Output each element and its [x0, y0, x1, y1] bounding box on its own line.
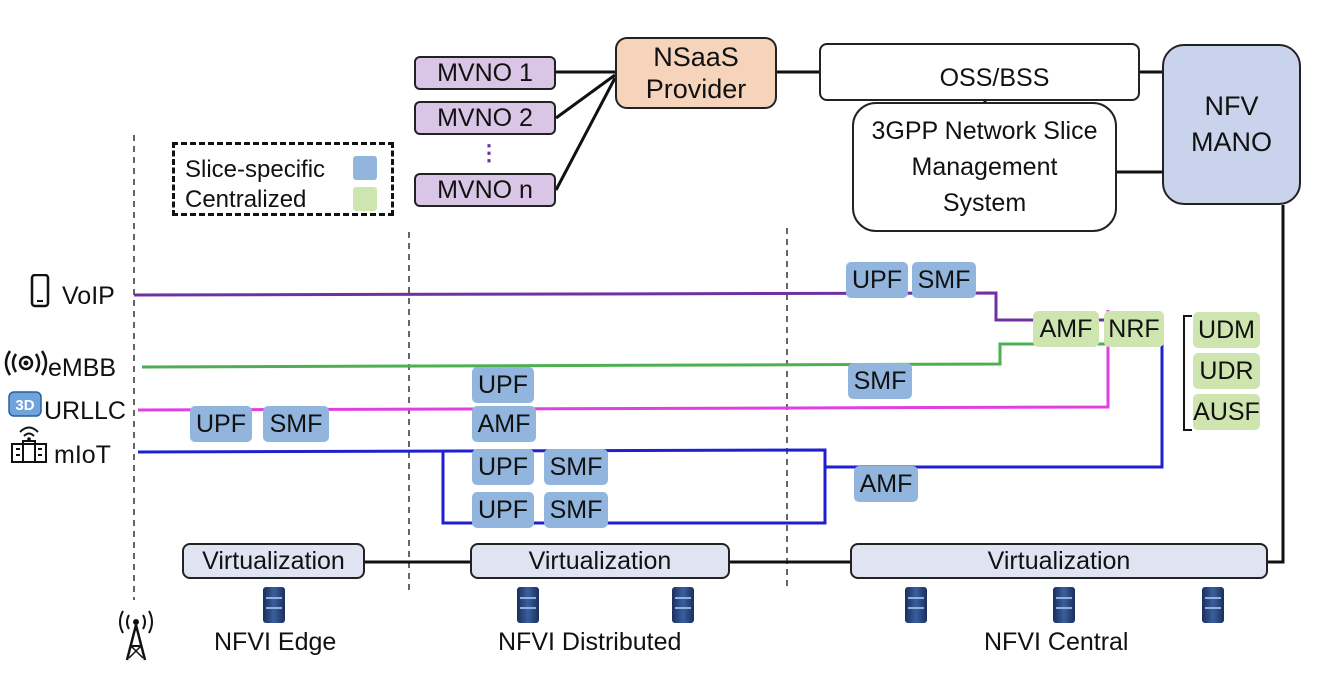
dist-upf-3: UPF: [472, 492, 534, 528]
antenna-tower-icon: [119, 610, 153, 661]
service-miot-label: mIoT: [54, 441, 111, 469]
server-icon: [1053, 587, 1075, 623]
link-mano-nfvi: [1268, 205, 1285, 564]
central-upf: UPF: [846, 262, 908, 298]
miot-slice-path: [137, 316, 1164, 469]
mvno-n-box: MVNO n: [414, 173, 556, 207]
central-nrf: NRF: [1104, 311, 1164, 347]
service-voip-label: VoIP: [62, 282, 115, 310]
urllc-slice-path: [137, 310, 1110, 412]
nfvi-central-label: NFVI Central: [984, 628, 1129, 656]
centralized-nf-bracket: [1183, 315, 1192, 431]
central-ausf: AUSF: [1193, 394, 1260, 430]
mvno-2-box: MVNO 2: [414, 101, 556, 135]
virtualization-edge: Virtualization: [182, 543, 365, 579]
server-icon: [672, 587, 694, 623]
nsaas-provider-box: NSaaS Provider: [615, 37, 777, 109]
server-icon: [517, 587, 539, 623]
central-amf-shared: AMF: [1033, 311, 1099, 347]
service-embb-label: eMBB: [48, 354, 117, 382]
voip-slice-path: [133, 291, 1162, 322]
link-mvno2: [555, 73, 616, 120]
mvno-ellipsis: ⋮: [478, 140, 500, 165]
mvno-1-box: MVNO 1: [414, 56, 556, 90]
edge-smf: SMF: [263, 406, 329, 442]
legend-centralized-swatch: [353, 187, 377, 211]
nfvi-distributed-label: NFVI Distributed: [498, 628, 682, 656]
miot-upf-loop: [441, 450, 827, 525]
iot-building-icon: [11, 426, 47, 463]
central-udr: UDR: [1193, 353, 1260, 389]
embb-slice-path: [141, 342, 1162, 369]
server-icon: [905, 587, 927, 623]
dist-upf-1: UPF: [472, 367, 534, 403]
link-mvnon: [554, 77, 617, 191]
dist-upf-2: UPF: [472, 449, 534, 485]
central-amf-miot: AMF: [854, 466, 918, 502]
legend-slice-specific-swatch: [353, 156, 377, 180]
legend-centralized-label: Centralized: [185, 186, 307, 213]
dist-smf-2: SMF: [544, 492, 608, 528]
virtualization-central: Virtualization: [850, 543, 1268, 579]
legend-slice-specific-label: Slice-specific: [185, 156, 326, 183]
nfv-mano-box: NFV MANO: [1162, 44, 1301, 205]
3d-icon: 3D: [8, 391, 42, 417]
nfvi-edge-label: NFVI Edge: [214, 628, 337, 656]
server-icon: [1202, 587, 1224, 623]
oss-bss-box: OSS/BSS: [819, 43, 1140, 101]
central-smf-1: SMF: [912, 262, 976, 298]
nsms-box: 3GPP Network Slice Management System: [852, 102, 1117, 232]
service-urllc-label: URLLC: [44, 397, 126, 425]
central-udm: UDM: [1193, 312, 1260, 348]
broadcast-icon: [4, 350, 48, 376]
server-icon: [263, 587, 285, 623]
dist-amf: AMF: [472, 406, 536, 442]
phone-icon: [30, 274, 50, 308]
oss-bss-label: OSS/BSS: [939, 64, 1050, 92]
edge-upf: UPF: [190, 406, 252, 442]
virtualization-distributed: Virtualization: [470, 543, 730, 579]
dist-smf-1: SMF: [544, 449, 608, 485]
central-smf-2: SMF: [848, 363, 912, 399]
svg-text:3D: 3D: [15, 397, 34, 414]
legend: Slice-specific Centralized: [172, 142, 394, 216]
